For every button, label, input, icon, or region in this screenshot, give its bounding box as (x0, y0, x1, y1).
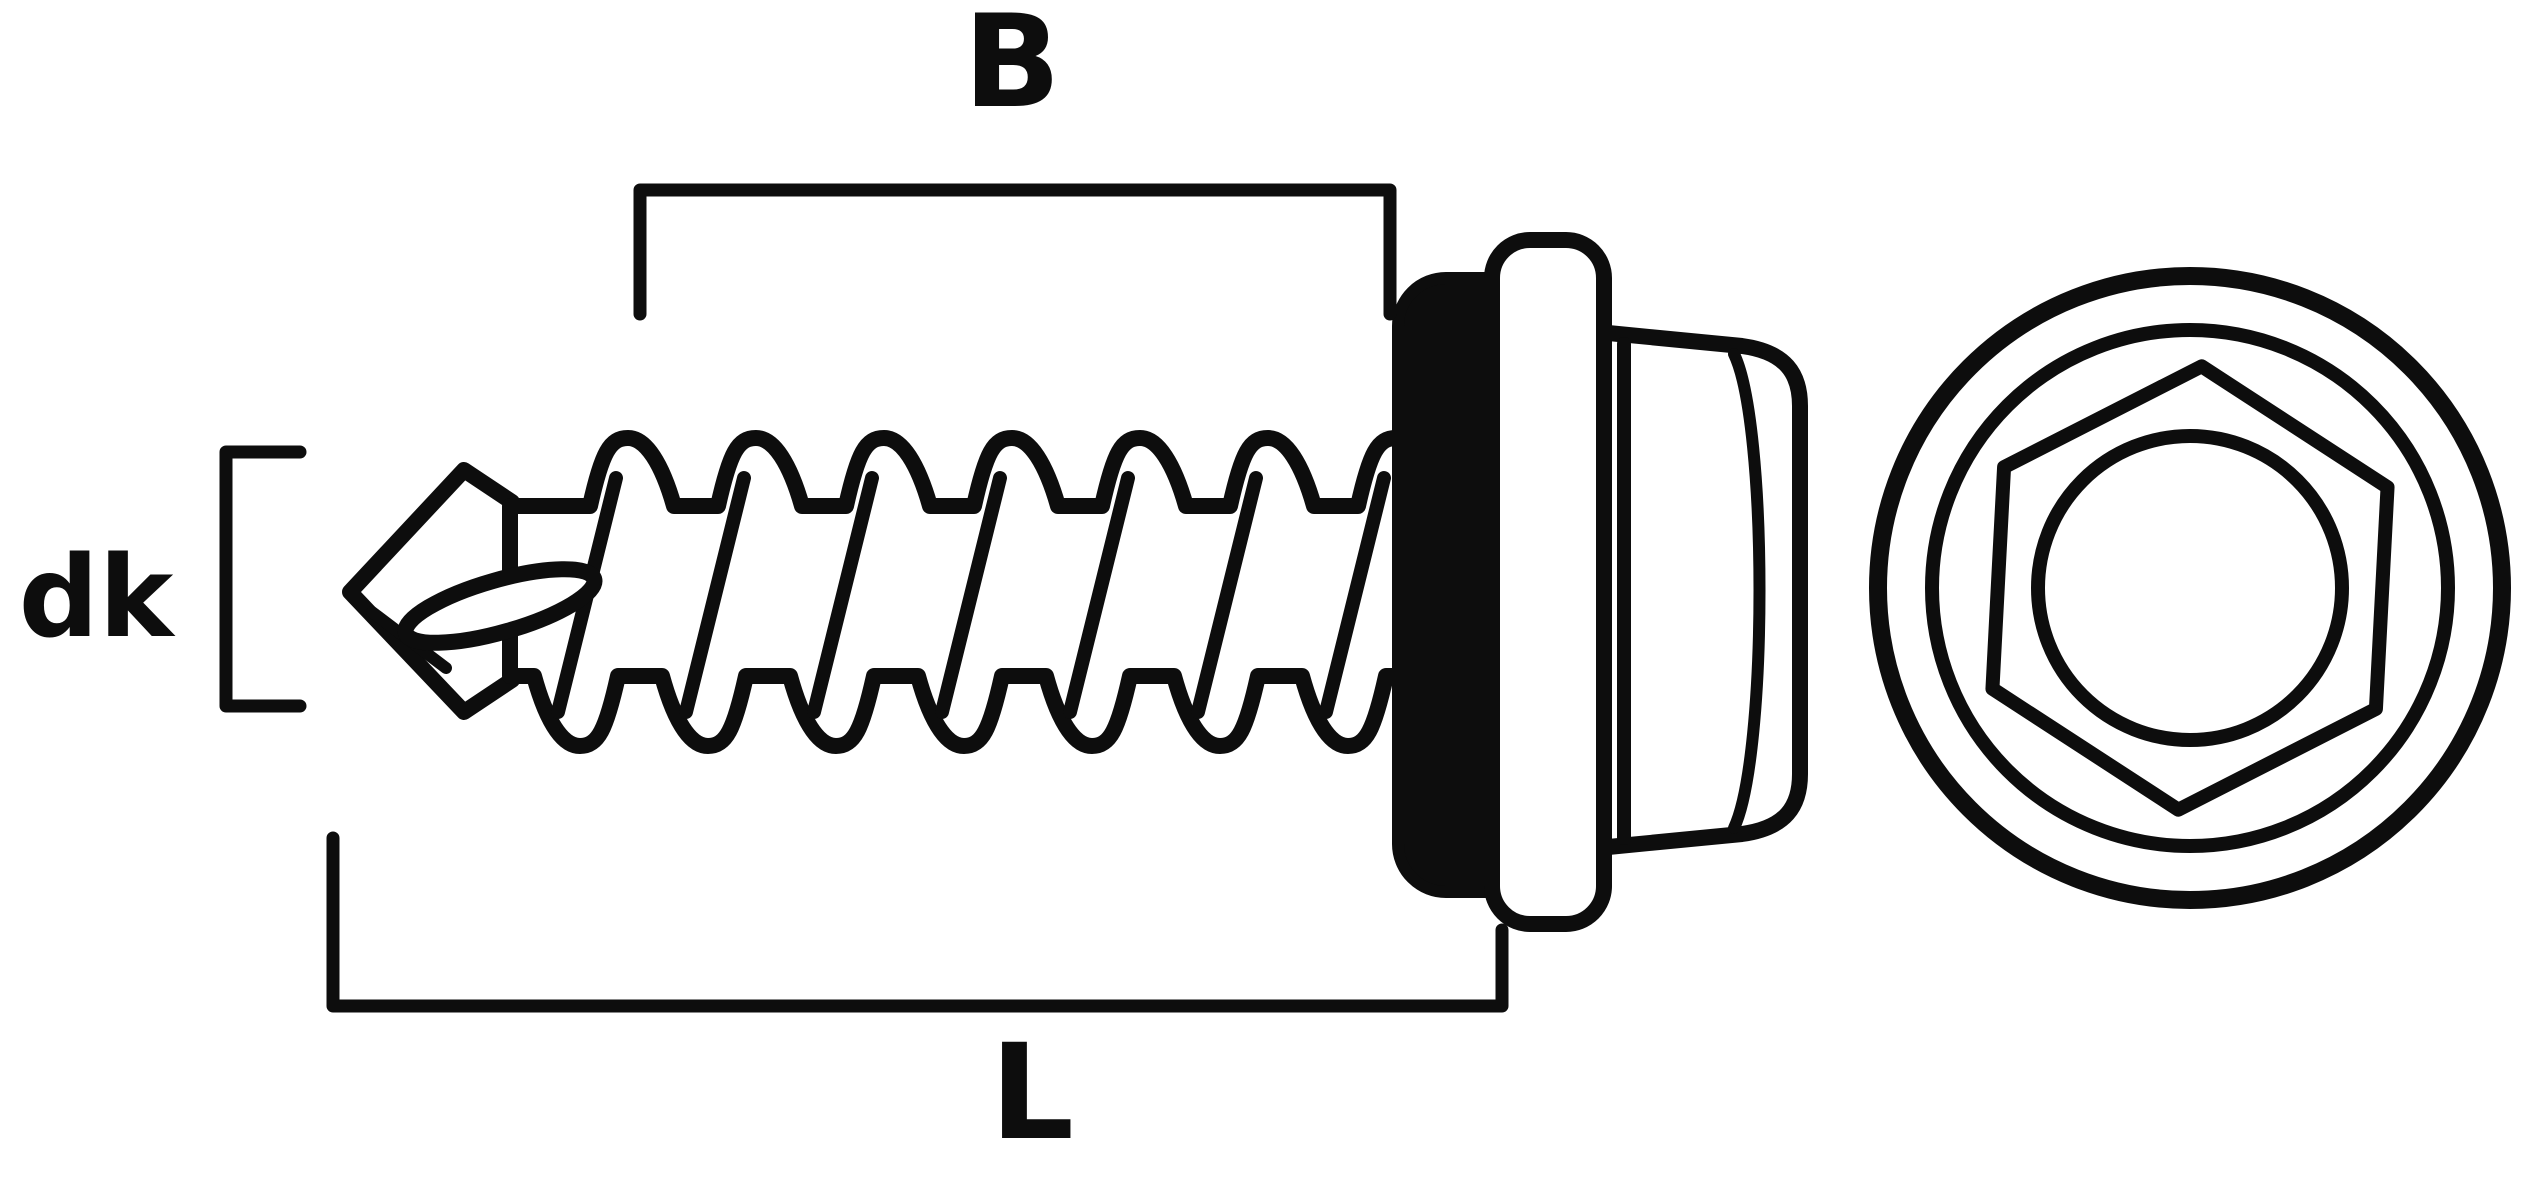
thread-helix-line (1063, 471, 1135, 719)
thread-helix-lines (551, 471, 1391, 719)
thread-helix-line (935, 471, 1007, 719)
thread-helix-line (1191, 471, 1263, 719)
end-view (1869, 267, 2511, 909)
label-total-length: L (990, 1016, 1074, 1170)
end-view-hexagon (1985, 359, 2395, 817)
end-view-washer-circle (1925, 323, 2455, 853)
dimension-annotations: B dk L (19, 0, 1509, 1170)
hex-head-chamfer-line (1728, 348, 1766, 834)
label-head-diameter: dk (19, 533, 176, 663)
metal-washer-flange (1484, 232, 1612, 932)
end-view-outer-circle (1869, 267, 2511, 909)
dimension-dk-bracket (219, 445, 307, 713)
thread-silhouette (502, 430, 1458, 754)
side-view (342, 232, 1808, 932)
thread-helix-line (807, 471, 879, 719)
dimension-l-bracket (326, 831, 1509, 1013)
thread-helix-line (679, 471, 751, 719)
end-view-inner-circle (2031, 429, 2349, 747)
thread-helix-line (1319, 471, 1391, 719)
dimension-b-bracket (633, 183, 1397, 321)
label-thread-length: B (963, 0, 1061, 137)
drill-flute (397, 561, 603, 651)
